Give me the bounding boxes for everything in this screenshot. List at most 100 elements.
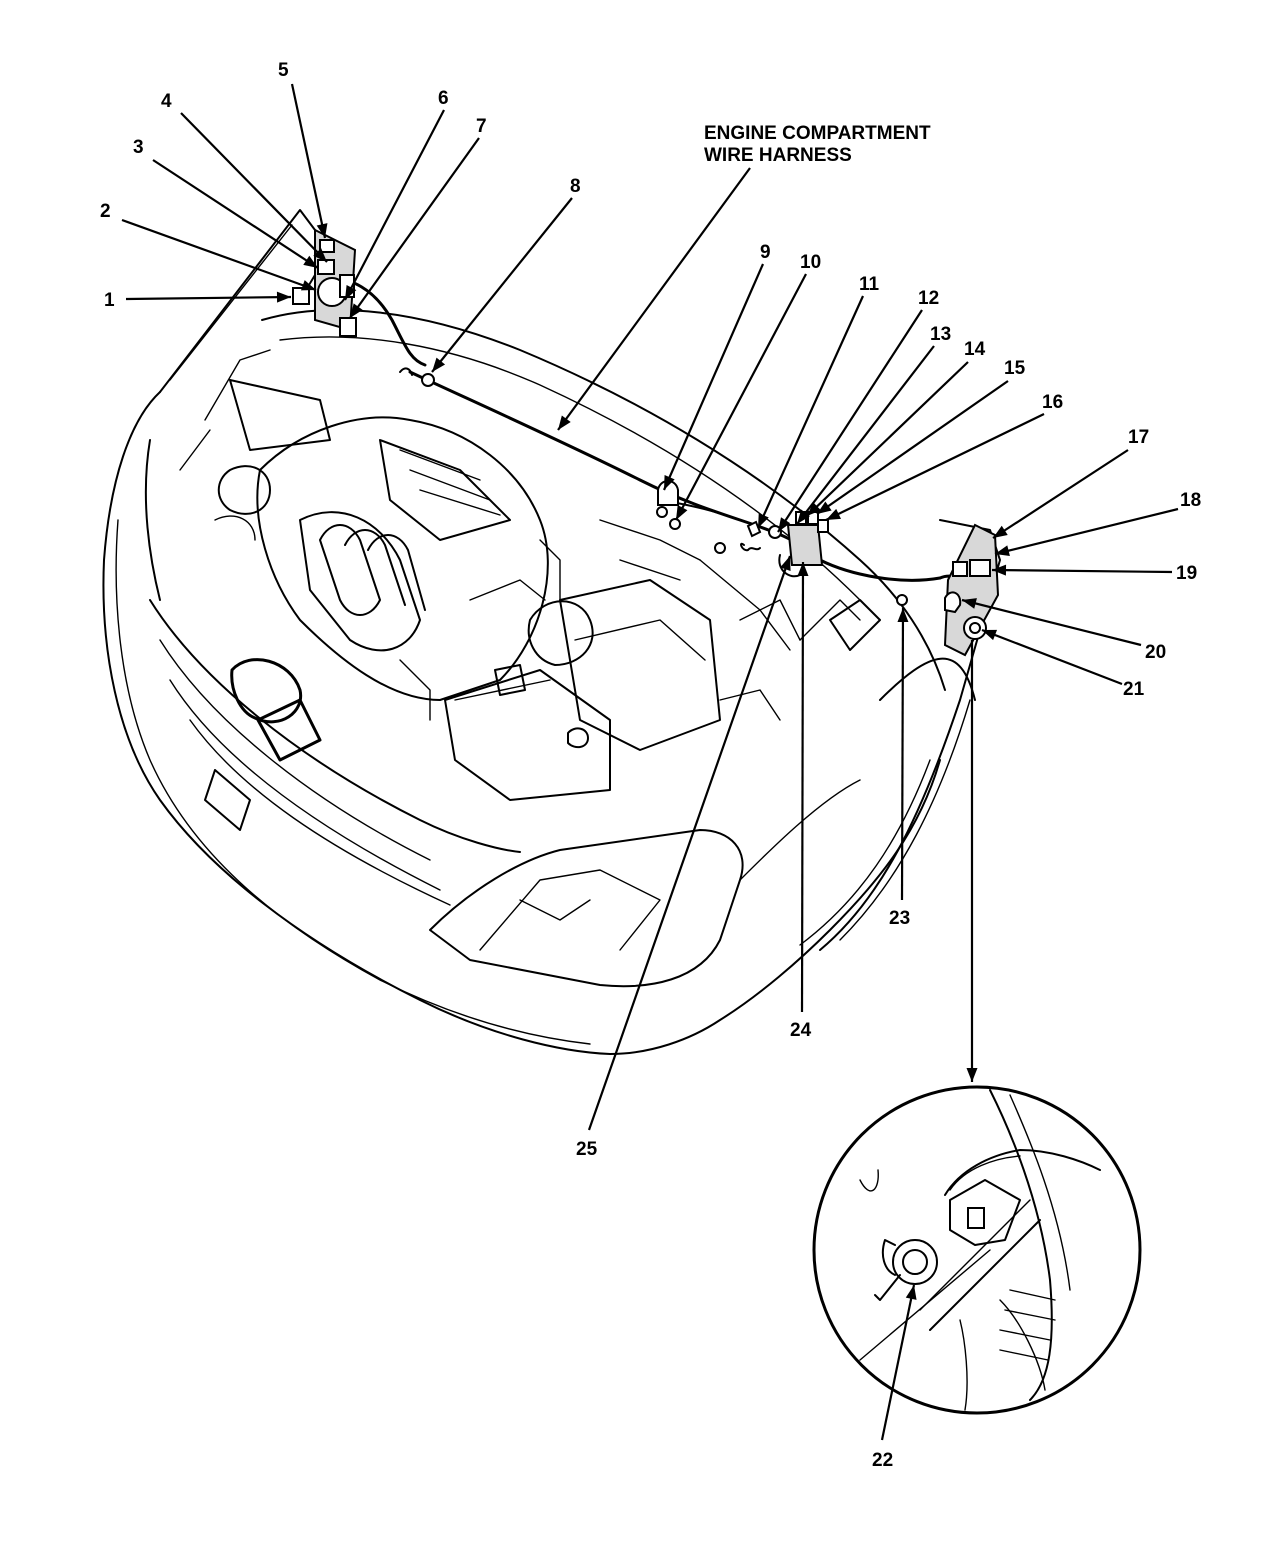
callout-1: 1 bbox=[104, 290, 115, 311]
part-20-connector bbox=[944, 591, 962, 614]
leader-harness bbox=[557, 167, 751, 431]
callout-15: 15 bbox=[1004, 358, 1026, 379]
relay-bracket-right bbox=[943, 523, 1000, 657]
title-line-2: WIRE HARNESS bbox=[704, 145, 852, 166]
callout-leaders bbox=[121, 83, 1179, 1441]
leader-12 bbox=[777, 309, 923, 533]
callout-4: 4 bbox=[161, 91, 172, 112]
leader-23-arrowhead bbox=[897, 608, 909, 623]
leader-2-arrowhead bbox=[300, 280, 316, 291]
leader-21 bbox=[981, 628, 1123, 686]
callout-18: 18 bbox=[1180, 490, 1201, 511]
callout-17: 17 bbox=[1128, 427, 1149, 448]
part-12-clip bbox=[768, 525, 782, 539]
leader-6-arrowhead bbox=[345, 285, 357, 300]
leader-8-arrowhead bbox=[432, 357, 446, 372]
leader-22 bbox=[880, 1284, 916, 1441]
part-5-clip bbox=[319, 239, 335, 253]
leader-15-arrowhead bbox=[817, 501, 832, 514]
leader-21-arrowhead bbox=[982, 629, 998, 641]
leader-7 bbox=[349, 137, 480, 319]
wire-harness-route bbox=[323, 277, 966, 607]
leader-16-arrowhead bbox=[826, 508, 841, 520]
part-22-bolt-head bbox=[902, 1249, 928, 1275]
part-clip-a bbox=[714, 542, 726, 554]
leader-11-arrowhead bbox=[758, 512, 769, 528]
callout-16: 16 bbox=[1042, 392, 1063, 413]
callout-21: 21 bbox=[1123, 679, 1145, 700]
callout-13: 13 bbox=[930, 324, 951, 345]
leader-18 bbox=[994, 507, 1179, 556]
harness-title: ENGINE COMPARTMENT WIRE HARNESS bbox=[704, 123, 931, 166]
callout-9: 9 bbox=[760, 242, 771, 263]
leader-harness-arrowhead bbox=[558, 415, 571, 430]
leader-2 bbox=[121, 218, 317, 292]
part-9-clip bbox=[657, 480, 679, 506]
leader-1 bbox=[125, 295, 292, 301]
leader-24-arrowhead bbox=[797, 562, 809, 577]
leader-9-arrowhead bbox=[664, 474, 675, 490]
leader-25 bbox=[587, 555, 792, 1131]
part-23-clip bbox=[896, 594, 908, 606]
leader-4-arrowhead bbox=[313, 248, 327, 262]
detail-circle bbox=[812, 1085, 1142, 1415]
leader-8 bbox=[431, 197, 573, 373]
callout-11: 11 bbox=[859, 274, 880, 295]
leader-5 bbox=[290, 83, 327, 239]
callout-20: 20 bbox=[1145, 642, 1166, 663]
leader-1-arrowhead bbox=[276, 291, 291, 303]
leader-16 bbox=[825, 413, 1045, 521]
callout-6: 6 bbox=[438, 88, 449, 109]
part-cable-tie bbox=[740, 542, 761, 552]
callout-22: 22 bbox=[872, 1450, 893, 1471]
callout-12: 12 bbox=[918, 288, 939, 309]
callout-7: 7 bbox=[476, 116, 487, 137]
callout-8: 8 bbox=[570, 176, 581, 197]
leader-detail-arrowhead bbox=[966, 1068, 978, 1082]
leader-24 bbox=[800, 561, 805, 1013]
leader-10 bbox=[675, 273, 807, 521]
leader-14 bbox=[806, 361, 969, 517]
leader-20-arrowhead bbox=[962, 598, 977, 609]
part-16-connector bbox=[817, 519, 829, 533]
leader-14-arrowhead bbox=[807, 502, 821, 516]
callout-labels: 1 2 3 4 5 6 7 8 9 10 11 12 13 14 15 16 1… bbox=[100, 60, 1201, 1471]
callout-24: 24 bbox=[790, 1020, 812, 1041]
leader-13-arrowhead bbox=[797, 509, 810, 524]
leader-22-arrowhead bbox=[905, 1285, 917, 1300]
part-9b-clip bbox=[656, 506, 668, 518]
leader-19 bbox=[991, 568, 1173, 574]
part-1-connector bbox=[292, 287, 310, 305]
part-11-clip bbox=[746, 520, 762, 538]
callout-2: 2 bbox=[100, 201, 111, 222]
leader-25-arrowhead bbox=[780, 556, 791, 572]
leader-10-arrowhead bbox=[676, 505, 688, 520]
callout-19: 19 bbox=[1176, 563, 1197, 584]
leader-18-arrowhead bbox=[995, 545, 1010, 556]
callout-25: 25 bbox=[576, 1139, 598, 1160]
leader-5-arrowhead bbox=[316, 223, 328, 238]
part-7-connector bbox=[339, 317, 357, 337]
callout-5: 5 bbox=[278, 60, 289, 81]
leader-6 bbox=[344, 109, 445, 301]
leader-12-arrowhead bbox=[778, 517, 791, 532]
leader-15 bbox=[816, 380, 1009, 515]
part-24-relay-box bbox=[786, 524, 824, 566]
part-8-clip bbox=[421, 373, 435, 387]
part-18-connector bbox=[952, 561, 968, 577]
part-21-bolt-center bbox=[969, 622, 981, 634]
leader-20 bbox=[961, 598, 1142, 647]
leader-23 bbox=[900, 607, 905, 901]
leader-3-arrowhead bbox=[303, 255, 318, 268]
detail-bracket-slot bbox=[967, 1207, 985, 1229]
callout-23: 23 bbox=[889, 908, 910, 929]
leader-7-arrowhead bbox=[350, 303, 363, 318]
leader-11 bbox=[756, 295, 865, 529]
leader-17-arrowhead bbox=[993, 525, 1008, 538]
leader-13 bbox=[796, 345, 935, 525]
leader-9 bbox=[662, 263, 765, 491]
callout-10: 10 bbox=[800, 252, 821, 273]
leader-17 bbox=[992, 449, 1129, 539]
